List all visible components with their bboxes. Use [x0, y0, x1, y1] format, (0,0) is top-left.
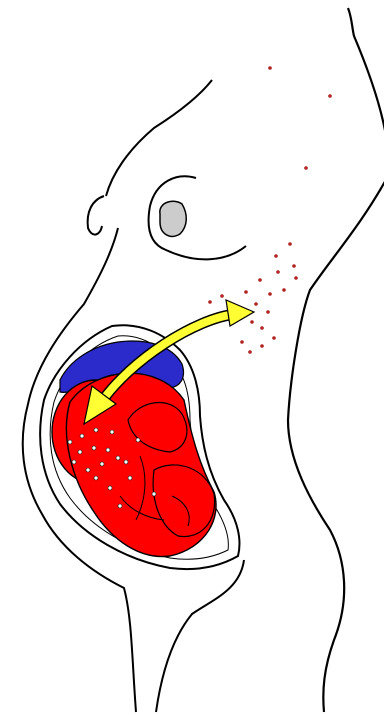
maternal-cell-dot — [258, 278, 262, 282]
maternal-cell-dot — [208, 300, 212, 304]
fetal-cell-dot — [68, 440, 72, 444]
maternal-cell-dot — [266, 310, 270, 314]
maternal-cell-dot — [274, 254, 278, 258]
maternal-cell-dot — [248, 350, 252, 354]
exchange-arrowhead-maternal — [226, 300, 254, 326]
nipple — [160, 201, 186, 236]
maternal-cell-dot — [260, 326, 264, 330]
fetal-cell-dot — [78, 450, 82, 454]
maternal-cell-dot — [276, 270, 280, 274]
arm-outline — [88, 196, 104, 235]
fetal-cell-dot — [100, 462, 104, 466]
maternal-cell-dot — [304, 166, 308, 170]
maternal-cell-dot — [220, 294, 224, 298]
maternal-cell-dot — [268, 292, 272, 296]
fetal-cell-dot — [152, 492, 156, 496]
fetal-cell-dot — [94, 476, 98, 480]
fetal-cell-dot — [136, 438, 140, 442]
fetal-cell-dot — [124, 460, 128, 464]
fetal-cell-dot — [80, 434, 84, 438]
fetal-cell-dot — [106, 448, 110, 452]
maternal-cell-dot — [272, 336, 276, 340]
maternal-cell-dot — [240, 340, 244, 344]
maternal-cell-dot — [260, 344, 264, 348]
maternal-cell-dot — [268, 66, 272, 70]
maternal-cell-dot — [250, 320, 254, 324]
fetal-cell-dot — [128, 476, 132, 480]
back-outline — [288, 8, 384, 712]
fetal-cell-dot — [94, 428, 98, 432]
fetal-cell-dot — [108, 486, 112, 490]
maternal-cell-dot — [292, 264, 296, 268]
maternal-cell-dot — [294, 276, 298, 280]
maternal-cell-dot — [328, 94, 332, 98]
maternal-cell-dot — [288, 242, 292, 246]
fetal-cell-dot — [116, 456, 120, 460]
fetal-cell-dot — [72, 460, 76, 464]
fetus — [52, 373, 216, 556]
fetal-cell-dot — [118, 504, 122, 508]
maternal-cell-dot — [244, 290, 248, 294]
maternal-cell-dot — [282, 288, 286, 292]
maternal-cell-dot — [254, 302, 258, 306]
fetal-cell-dot — [92, 446, 96, 450]
fetal-cell-dot — [110, 430, 114, 434]
chest-outline — [106, 80, 212, 196]
fetal-cell-dot — [86, 468, 90, 472]
leg-outline — [156, 560, 244, 712]
